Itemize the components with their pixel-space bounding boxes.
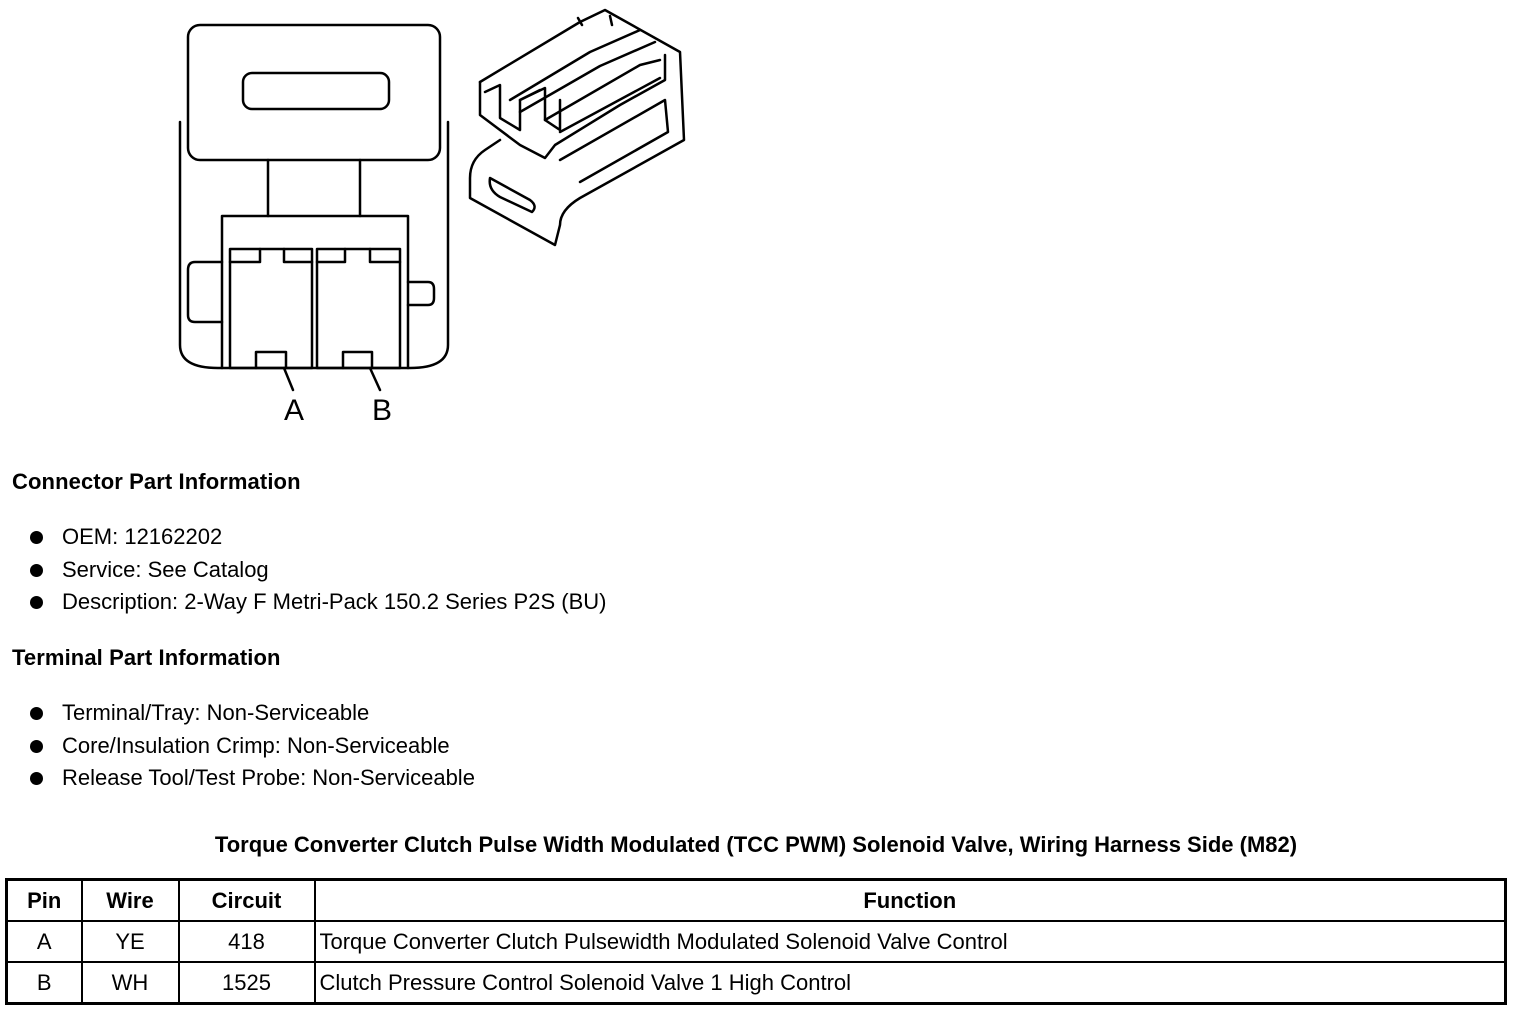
- pinout-table-title: Torque Converter Clutch Pulse Width Modu…: [214, 832, 1298, 857]
- table-row: A YE 418 Torque Converter Clutch Pulsewi…: [5, 920, 1507, 963]
- list-item: Description: 2-Way F Metri-Pack 150.2 Se…: [28, 586, 606, 619]
- list-item: Terminal/Tray: Non-Serviceable: [28, 697, 475, 730]
- header-pin: Pin: [5, 878, 83, 922]
- bullet-icon: [30, 772, 43, 785]
- list-item: Service: See Catalog: [28, 554, 606, 587]
- list-item: Release Tool/Test Probe: Non-Serviceable: [28, 762, 475, 795]
- cell-function: Clutch Pressure Control Solenoid Valve 1…: [313, 961, 1507, 1005]
- list-item: Core/Insulation Crimp: Non-Serviceable: [28, 730, 475, 763]
- connector-info-list: OEM: 12162202 Service: See Catalog Descr…: [28, 521, 606, 619]
- connector-isometric-view: [468, 8, 686, 247]
- connector-info-heading: Connector Part Information: [12, 469, 301, 494]
- pinout-table: Pin Wire Circuit Function A YE 418 Torqu…: [5, 878, 1507, 1005]
- cell-function: Torque Converter Clutch Pulsewidth Modul…: [313, 920, 1507, 963]
- cell-wire: WH: [80, 961, 180, 1005]
- bullet-icon: [30, 531, 43, 544]
- bullet-icon: [30, 707, 43, 720]
- cell-circuit: 418: [177, 920, 316, 963]
- connector-diagram: A B: [178, 8, 686, 427]
- header-circuit: Circuit: [177, 878, 316, 922]
- bullet-icon: [30, 563, 43, 577]
- header-function: Function: [313, 878, 1507, 922]
- list-item: OEM: 12162202: [28, 521, 606, 554]
- pin-label-a: A: [284, 394, 304, 427]
- terminal-info-list: Terminal/Tray: Non-Serviceable Core/Insu…: [28, 697, 475, 795]
- cell-pin: B: [5, 961, 83, 1005]
- cell-circuit: 1525: [177, 961, 316, 1005]
- pin-label-b: B: [372, 394, 392, 427]
- cell-pin: A: [5, 920, 83, 963]
- connector-front-view: [178, 23, 450, 392]
- table-header-row: Pin Wire Circuit Function: [5, 878, 1507, 922]
- cell-wire: YE: [80, 920, 180, 963]
- header-wire: Wire: [80, 878, 180, 922]
- bullet-icon: [30, 596, 43, 609]
- bullet-icon: [30, 739, 43, 753]
- terminal-info-heading: Terminal Part Information: [12, 645, 281, 670]
- table-row: B WH 1525 Clutch Pressure Control Soleno…: [5, 961, 1507, 1005]
